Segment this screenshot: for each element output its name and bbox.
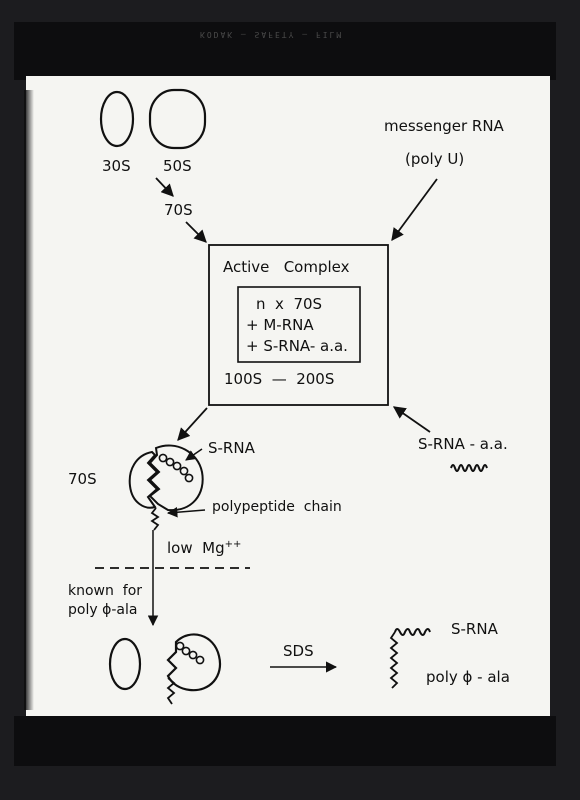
label-s-rna-mid: S-RNA	[208, 439, 255, 457]
label-poly-u: (poly U)	[405, 150, 465, 168]
released-s-rna-chain-icon	[389, 628, 431, 689]
label-low-mg-sup: ++	[224, 539, 242, 550]
label-messenger-rna: messenger RNA	[384, 117, 504, 135]
label-sds: SDS	[283, 642, 314, 660]
arrow-mrna-to-complex	[391, 178, 438, 242]
label-70s-left: 70S	[68, 470, 97, 488]
label-n-x-70s: n x 70S	[256, 295, 323, 313]
film-edge-bottom	[14, 716, 556, 766]
arrow-70s-to-complex	[185, 221, 207, 243]
photo-print	[26, 76, 550, 716]
arrow-srna-to-complex	[392, 406, 431, 433]
ribosome-30s-shape	[99, 90, 135, 148]
label-active-complex: Active Complex	[223, 258, 350, 276]
label-s-rna-aa-right: S-RNA - a.a.	[418, 435, 508, 453]
label-size-range: 100S — 200S	[224, 370, 335, 388]
film-edge-top	[14, 22, 556, 80]
s-rna-aa-coil-icon	[450, 464, 488, 472]
label-plus-s-rna-aa: + S-RNA- a.a.	[246, 337, 348, 355]
label-low-mg-text: low Mg	[167, 539, 225, 557]
complex-contents-box	[237, 286, 361, 363]
label-low-mg: low Mg++	[167, 540, 241, 556]
label-poly-phi-ala-right: poly ϕ - ala	[426, 668, 510, 686]
label-known-for: known for	[68, 583, 143, 599]
active-complex-box	[208, 244, 389, 406]
ribosome-70s-complex-icon	[128, 444, 204, 531]
arrow-to-srna-label	[185, 448, 203, 461]
label-s-rna-right: S-RNA	[451, 620, 498, 638]
label-plus-m-rna: + M-RNA	[246, 316, 314, 334]
arrow-to-polypeptide	[166, 507, 206, 518]
label-polypeptide-chain: polypeptide chain	[212, 499, 342, 515]
ribosome-50s-shape	[148, 88, 207, 150]
label-50s: 50S	[163, 157, 192, 175]
photo-shadow	[24, 90, 34, 710]
ribosome-30s-bottom-shape	[108, 637, 142, 691]
ribosome-50s-with-s-rna-icon	[166, 633, 222, 705]
label-30s: 30S	[102, 157, 131, 175]
arrow-subunits-to-70s	[155, 177, 174, 197]
label-70s-top: 70S	[164, 201, 193, 219]
label-poly-phi-ala-left: poly ϕ-ala	[68, 602, 138, 618]
arrow-complex-to-70s	[177, 407, 208, 441]
